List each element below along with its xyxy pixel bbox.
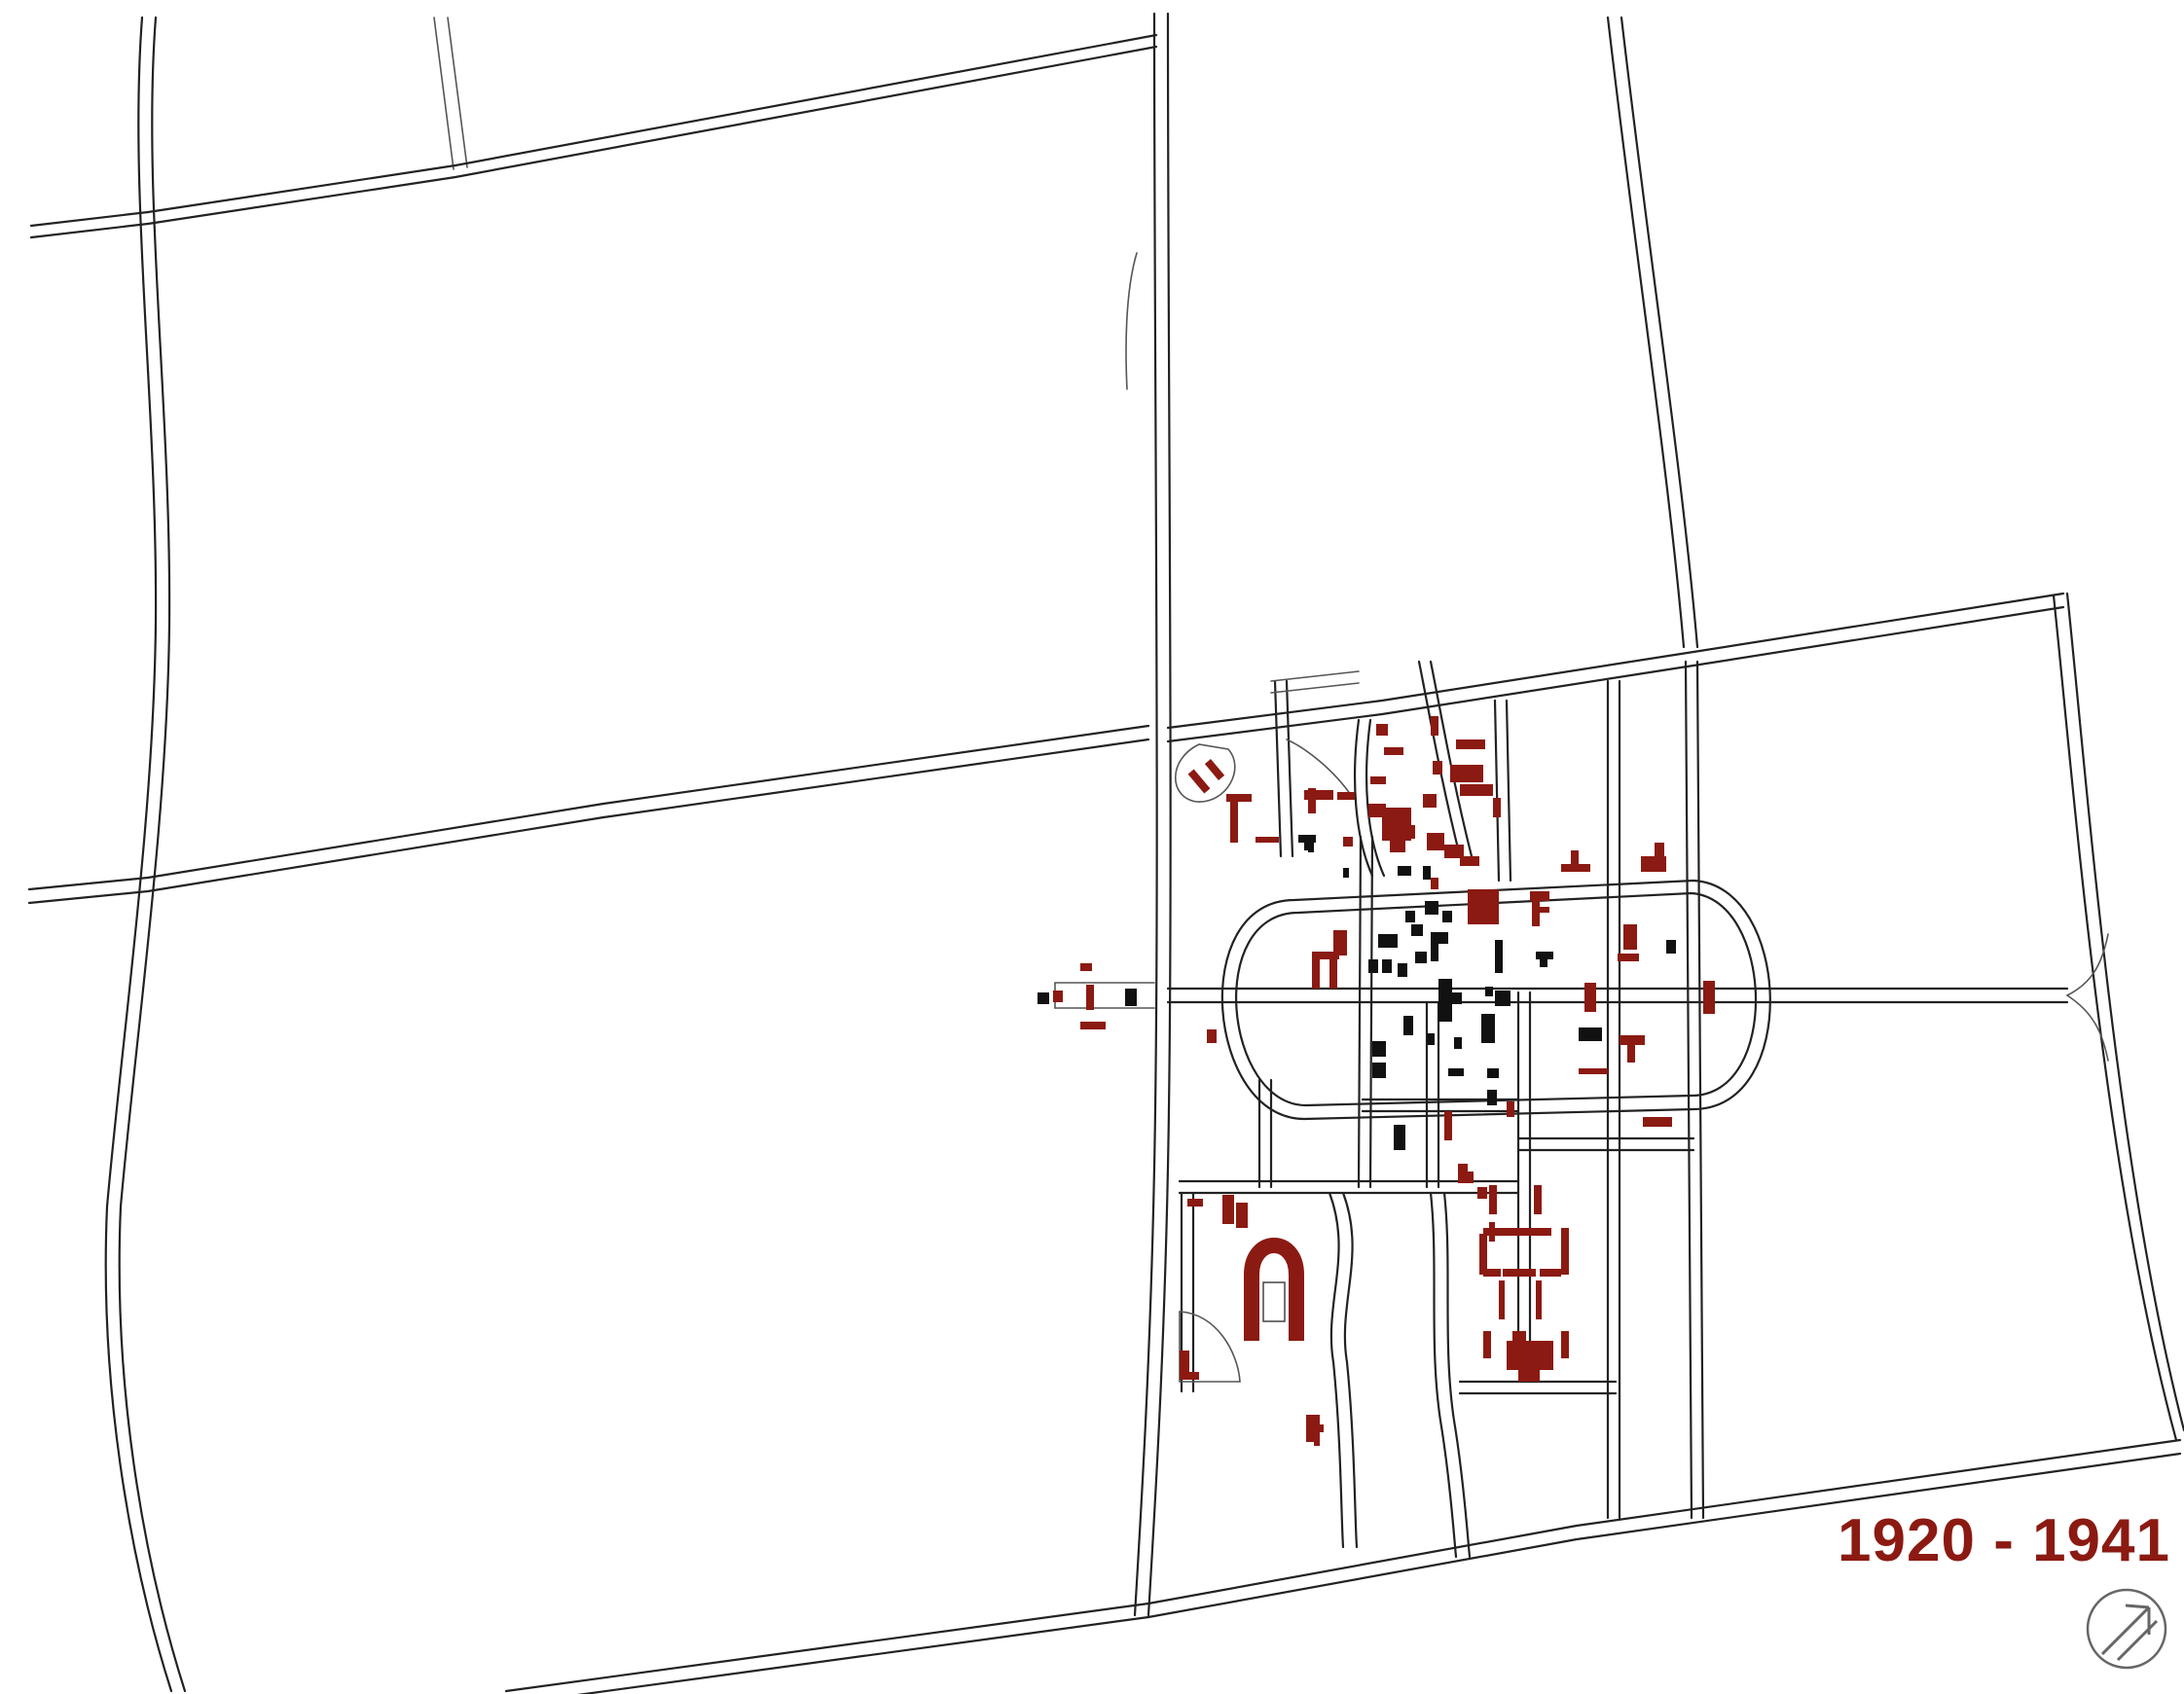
buildings-existing [1037, 835, 1676, 1150]
road-network [27, 12, 2184, 1694]
north-arrow-icon [2086, 1588, 2167, 1670]
era-label: 1920 - 1941 [1838, 1507, 2170, 1574]
buildings-period [1053, 716, 1715, 1446]
stadium-track [1244, 1238, 1304, 1341]
